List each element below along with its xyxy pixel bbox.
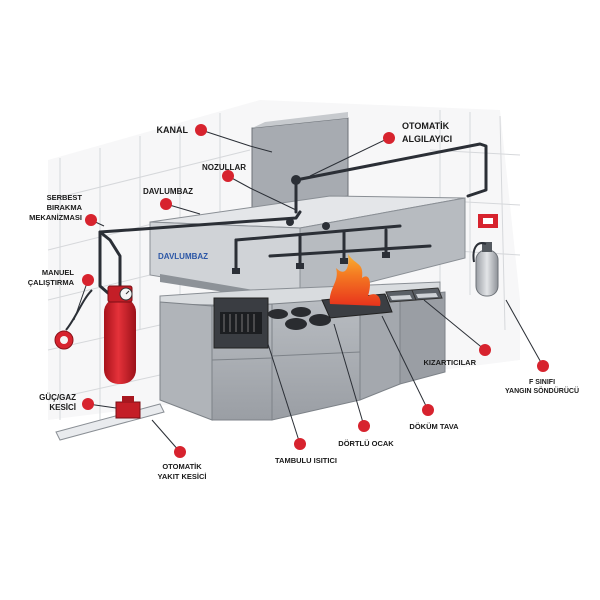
label-davlumbaz: DAVLUMBAZ (143, 187, 193, 196)
leader-lines (73, 129, 544, 453)
class-f-extinguisher (472, 214, 499, 297)
piping (98, 142, 488, 302)
label-dortlu-ocak: DÖRTLÜ OCAK (338, 439, 394, 448)
manual-pull-station (54, 289, 93, 350)
marker-kanal (195, 124, 207, 136)
hood-front-label: DAVLUMBAZ (158, 252, 208, 261)
marker-otomatik-algilayici (383, 132, 395, 144)
label-serbest-3: MEKANİZMASI (29, 213, 82, 222)
nozzles (232, 175, 390, 274)
label-guc-gaz-2: KESİCİ (49, 403, 76, 412)
markers (82, 124, 549, 458)
marker-f-sinifi (537, 360, 549, 372)
marker-tambulu-isitici (294, 438, 306, 450)
drum-heater (213, 297, 269, 349)
label-f-sinifi-1: F SINIFI (529, 379, 555, 386)
callout-labels: KANAL OTOMATİK ALGILAYICI NOZULLAR DAVLU… (28, 121, 579, 481)
gas-line (55, 396, 165, 441)
label-serbest-1: SERBEST (47, 193, 83, 202)
marker-dokum-tava (422, 404, 434, 416)
label-nozullar: NOZULLAR (202, 163, 246, 172)
cooking-line (159, 281, 446, 421)
marker-davlumbaz (160, 198, 172, 210)
marker-nozullar (222, 170, 234, 182)
label-kanal: KANAL (157, 125, 189, 135)
suppression-cylinder (104, 285, 136, 384)
marker-guc-gaz-kesici (82, 398, 94, 410)
label-otomatik-yakit-1: OTOMATİK (162, 462, 202, 471)
marker-serbest-birakma (85, 214, 97, 226)
four-burner-stove (268, 307, 331, 330)
duct (251, 112, 349, 211)
marker-otomatik-yakit-kesici (174, 446, 186, 458)
label-otomatik-algilayici-2: ALGILAYICI (402, 134, 452, 144)
label-f-sinifi-2: YANGIN SÖNDÜRÜCÜ (505, 386, 579, 395)
marker-kizarticilar (479, 344, 491, 356)
label-dokum-tava: DÖKÜM TAVA (409, 422, 459, 431)
fryers (385, 287, 443, 303)
marker-dortlu-ocak (358, 420, 370, 432)
cast-iron-griddle (321, 254, 393, 319)
marker-manuel-calistirma (82, 274, 94, 286)
label-manuel-1: MANUEL (42, 268, 74, 277)
label-serbest-2: BIRAKMA (47, 203, 83, 212)
label-otomatik-algilayici-1: OTOMATİK (402, 121, 450, 131)
label-otomatik-yakit-2: YAKIT KESİCİ (158, 472, 207, 481)
label-kizarticilar: KIZARTICILAR (424, 358, 477, 367)
label-tambulu-isitici: TAMBULU ISITICI (275, 456, 337, 465)
label-guc-gaz-1: GÜÇ/GAZ (39, 393, 76, 402)
flame-icon (329, 254, 381, 306)
label-manuel-2: ÇALIŞTIRMA (28, 278, 75, 287)
